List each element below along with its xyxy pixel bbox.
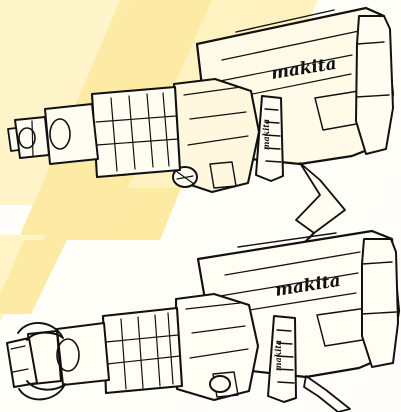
bottom-side-handle-grip-line-4	[276, 368, 294, 371]
bottom-cylinder-rib-4	[167, 312, 174, 385]
nose-collar	[49, 118, 71, 150]
cylinder-rib-3	[146, 93, 154, 168]
cylinder-rib-2	[128, 95, 136, 170]
bottom-gear-line-1	[185, 302, 241, 310]
bottom-side-handle-grip-line-5	[277, 381, 295, 384]
bottom-housing-top-seam	[237, 232, 337, 248]
rear-handle-frame	[355, 15, 394, 155]
bottom-retainer-loop-bottom	[18, 380, 66, 401]
bottom-cylinder-rib-2	[137, 316, 144, 389]
bottom-cylinder-rib-3	[154, 314, 161, 387]
retainer-ring	[18, 127, 36, 149]
bottom-retainer-loop-top	[17, 322, 64, 341]
bottom-gear-line-3	[189, 348, 249, 359]
bottom-side-handle-grip-line-1	[276, 329, 292, 332]
bottom-chuck-line-2	[12, 368, 29, 373]
bottom-side-handle-grip-line-2	[276, 342, 293, 345]
housing-top-seam	[235, 9, 335, 33]
rear-handle-lower-rib	[355, 94, 390, 98]
bottom-power-cord-strain-relief	[303, 375, 351, 412]
bottom-cylinder-rib-1	[120, 318, 127, 390]
top-side-handle-logo: makita	[261, 119, 271, 150]
rear-handle-upper-rib	[356, 41, 385, 45]
side-handle-grip-line-5	[265, 160, 282, 163]
bottom-nose-collar	[56, 338, 80, 372]
bottom-housing-lower-seam	[219, 272, 359, 297]
nose-tip	[7, 127, 20, 152]
bottom-demolition-hammer: makita makita	[6, 229, 401, 412]
bottom-side-handle	[267, 315, 297, 403]
bottom-housing-middle-seam	[224, 251, 361, 276]
cylinder-band-top	[95, 115, 177, 123]
housing-middle-seam	[221, 30, 360, 61]
side-handle	[255, 95, 284, 182]
gear-housing-top-line	[183, 86, 242, 96]
cylinder-band-bottom	[96, 138, 179, 146]
gear-housing-middle-line	[189, 111, 247, 120]
bottom-cylinder-band-top	[105, 334, 179, 343]
bottom-gear-line-2	[191, 325, 246, 334]
retainer-seam	[31, 120, 34, 157]
side-handle-grip-line-1	[264, 108, 279, 111]
bottom-rear-handle-frame	[361, 238, 399, 368]
bottom-side-handle-logo: makita	[273, 340, 283, 371]
bottom-chuck-head	[6, 337, 38, 388]
cylinder-rib-4	[162, 92, 170, 167]
bottom-depth-knob	[209, 375, 231, 393]
bottom-rear-handle-upper-rib	[361, 261, 393, 265]
side-lock-plate	[209, 161, 237, 189]
side-handle-grip-line-3	[264, 134, 281, 137]
depth-knob-grip-2	[176, 175, 194, 180]
nose-housing	[44, 103, 99, 165]
bottom-chuck-line-1	[10, 345, 26, 350]
bottom-cylinder-band-bottom	[106, 355, 181, 365]
bottom-side-handle-grip-line-3	[276, 355, 294, 358]
side-handle-grip-line-4	[264, 147, 281, 150]
top-demolition-hammer: makita makita	[7, 6, 395, 253]
side-handle-grip-line-2	[264, 121, 280, 124]
bottom-center-gear-housing	[174, 292, 260, 402]
bottom-nose-housing	[56, 322, 110, 386]
cylinder-rib-1	[110, 97, 118, 172]
housing-lower-seam	[214, 54, 353, 83]
bottom-rear-handle-lower-rib	[361, 311, 397, 315]
gear-housing-lower-line	[187, 135, 249, 146]
